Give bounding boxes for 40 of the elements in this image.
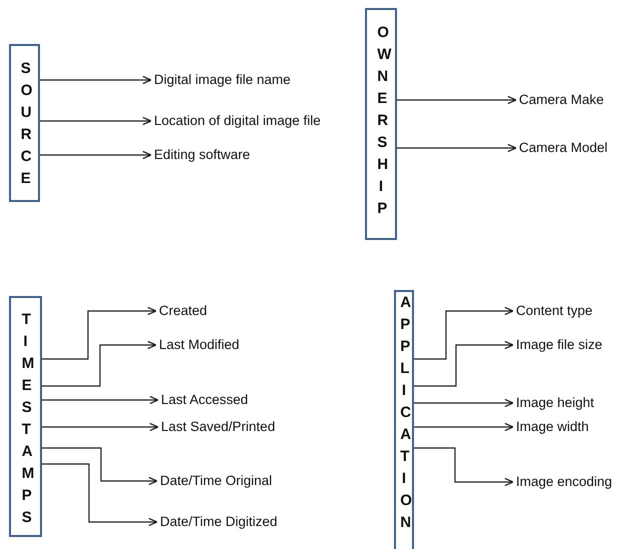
field-label: Created xyxy=(156,302,208,320)
arrow xyxy=(40,116,152,126)
field-label: Image encoding xyxy=(513,473,612,491)
field-label: Image file size xyxy=(513,336,602,354)
arrow xyxy=(42,306,157,360)
arrow xyxy=(42,447,158,486)
category-box xyxy=(365,8,397,240)
arrow xyxy=(42,396,159,404)
arrow xyxy=(414,340,514,387)
category-title: SOURCE xyxy=(20,59,36,189)
arrow xyxy=(414,422,514,432)
category-title: OWNERSHIP xyxy=(376,23,392,219)
category-title: TIMESTAMPS xyxy=(20,310,37,528)
arrow xyxy=(42,463,158,526)
arrow xyxy=(397,96,517,104)
arrow xyxy=(414,306,514,360)
field-label: Location of digital image file xyxy=(151,112,321,130)
field-label: Image width xyxy=(513,418,589,436)
arrow xyxy=(40,150,152,160)
arrow xyxy=(397,144,517,152)
field-label: Camera Make xyxy=(516,91,604,109)
arrow xyxy=(414,398,514,408)
field-label: Last Accessed xyxy=(158,391,248,409)
field-label: Image height xyxy=(513,394,594,412)
category-box xyxy=(9,296,42,537)
category-title: APPLICATION xyxy=(399,293,416,533)
field-label: Last Modified xyxy=(156,336,240,354)
category-box xyxy=(9,44,40,202)
field-label: Last Saved/Printed xyxy=(158,418,276,436)
arrow xyxy=(42,422,159,432)
arrow xyxy=(42,340,157,387)
field-label: Content type xyxy=(513,302,593,320)
field-label: Date/Time Original xyxy=(157,472,272,490)
field-label: Camera Model xyxy=(516,139,608,157)
category-box xyxy=(394,290,414,549)
arrow xyxy=(40,76,152,84)
field-label: Editing software xyxy=(151,146,250,164)
field-label: Digital image file name xyxy=(151,71,291,89)
field-label: Date/Time Digitized xyxy=(157,513,278,531)
arrow xyxy=(414,447,514,486)
